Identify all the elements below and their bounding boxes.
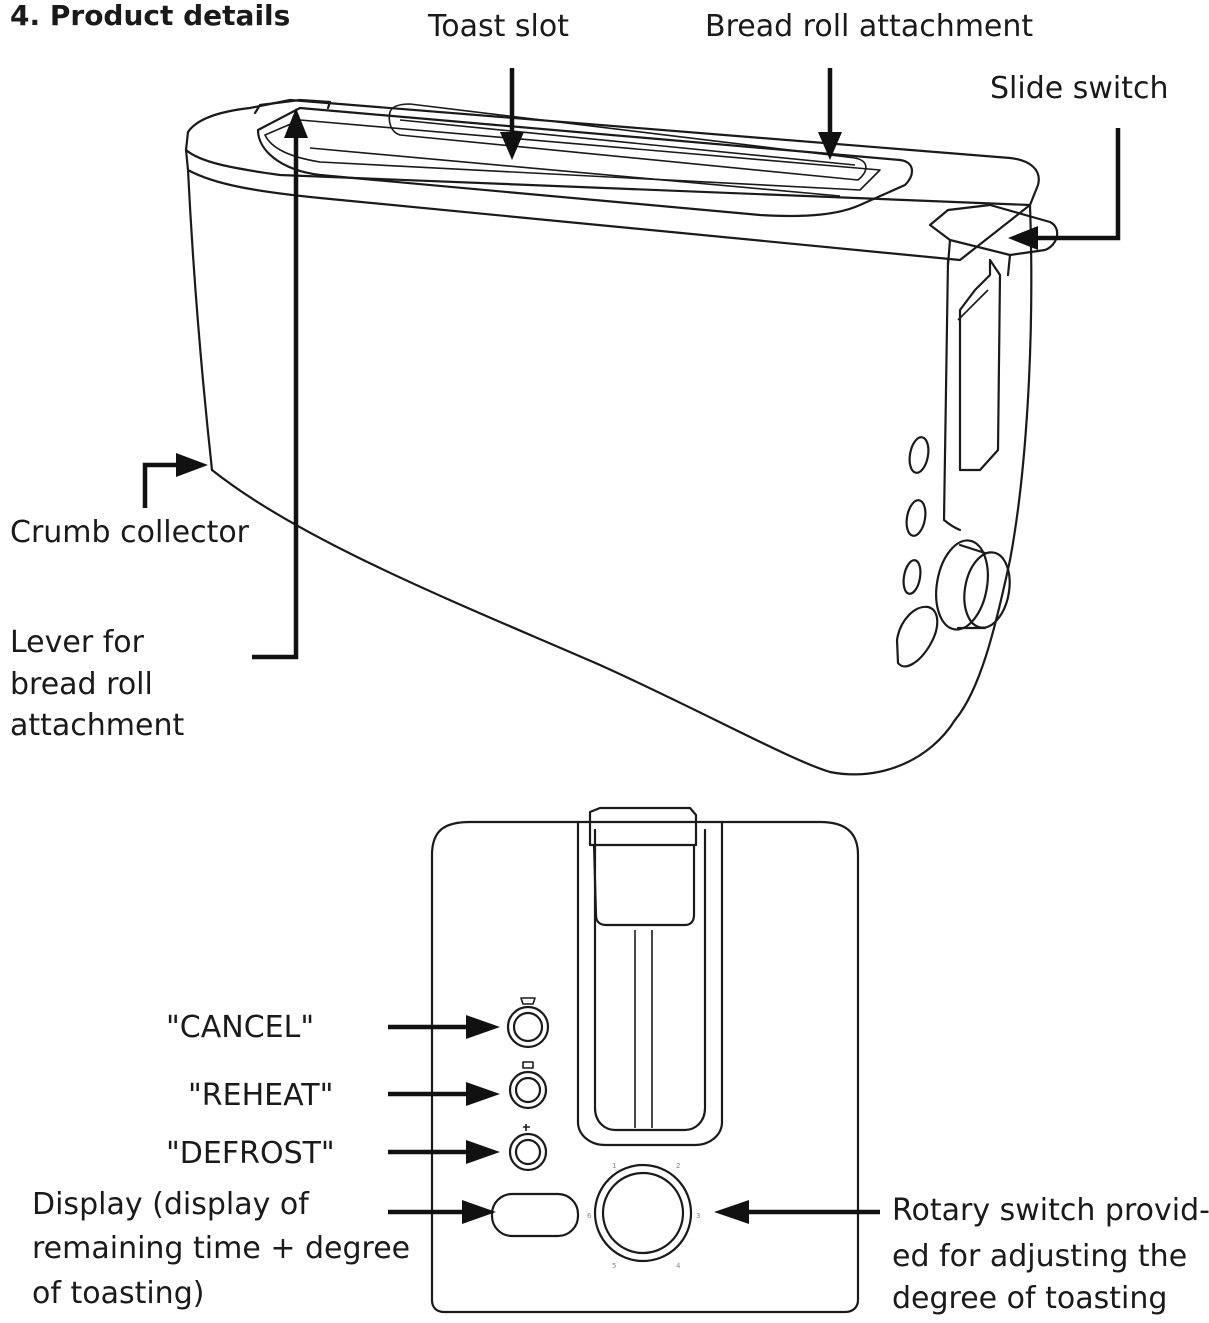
label-rotary-line-2: ed for adjusting the: [892, 1239, 1188, 1274]
label-rotary-line-1: Rotary switch provid-: [892, 1193, 1209, 1228]
label-bread-roll-attachment: Bread roll attachment: [705, 9, 1034, 44]
dial-mark-3: 3: [696, 1212, 700, 1220]
label-lever-line-1: Lever for: [10, 625, 144, 660]
label-reheat: "REHEAT": [188, 1078, 334, 1113]
dial-mark-5: 5: [612, 1262, 616, 1270]
section-heading: 4. Product details: [10, 0, 291, 32]
dial-mark-4: 4: [676, 1262, 681, 1270]
dial-mark-1: 1: [612, 1162, 616, 1170]
label-toast-slot: Toast slot: [428, 9, 569, 44]
dial-mark-2: 2: [676, 1162, 680, 1170]
label-rotary-line-3: degree of toasting: [892, 1281, 1168, 1316]
label-display-line-2: remaining time + degree: [32, 1231, 411, 1266]
label-display-line-3: of toasting): [32, 1276, 205, 1311]
label-slide-switch: Slide switch: [990, 71, 1169, 106]
label-cancel: "CANCEL": [166, 1010, 315, 1045]
label-crumb-collector: Crumb collector: [10, 515, 250, 550]
label-display-line-1: Display (display of: [32, 1187, 309, 1222]
toaster-front-view: 1 2 3 4 5 6: [430, 806, 860, 1314]
toaster-3d-view: [184, 98, 1059, 776]
label-defrost: "DEFROST": [166, 1136, 335, 1171]
dial-mark-6: 6: [587, 1212, 592, 1220]
label-lever-line-2: bread roll: [10, 667, 153, 702]
callout-arrows: [142, 68, 1121, 1224]
label-lever-line-3: attachment: [10, 708, 185, 743]
